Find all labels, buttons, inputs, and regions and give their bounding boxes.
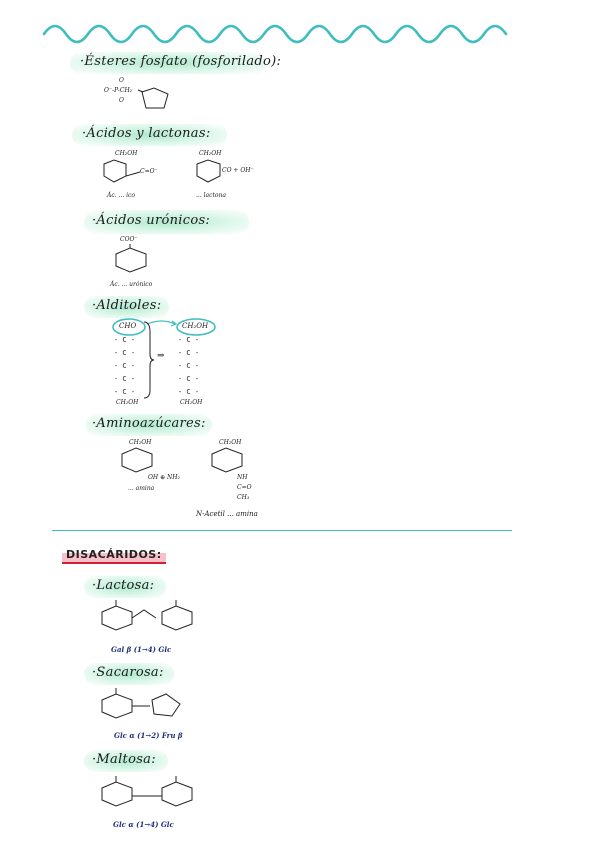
alditol-ch2oh-bottom-left: CH₂OH bbox=[116, 399, 139, 406]
acetyl-nh: NH bbox=[237, 474, 248, 481]
heading-lactosa: ·Lactosa: bbox=[92, 578, 155, 593]
acid-ch2oh: CH₂OH bbox=[115, 150, 138, 157]
lactone-ch2oh: CH₂OH bbox=[199, 150, 222, 157]
uronic-ring-structure bbox=[115, 244, 147, 273]
lactone-label: ... lactona bbox=[196, 192, 226, 199]
lactone-ring-structure bbox=[196, 159, 221, 183]
highlight-uronicos bbox=[84, 210, 249, 234]
acid-label: Ác. ... ico bbox=[107, 192, 136, 199]
phosphate-o-top: O bbox=[119, 77, 124, 84]
heading-maltosa: ·Maltosa: bbox=[92, 752, 156, 767]
highlight-esteres bbox=[70, 52, 265, 74]
amine-ring-structure bbox=[121, 447, 153, 473]
maltose-structure bbox=[101, 776, 193, 807]
highlight-amino bbox=[86, 414, 212, 436]
acetyl-co: C=O bbox=[237, 484, 252, 491]
uronic-coo: COO⁻ bbox=[120, 236, 138, 243]
section-divider bbox=[52, 530, 512, 531]
highlight-acidos bbox=[72, 124, 227, 146]
acetylamine-ring-structure bbox=[211, 447, 243, 473]
heading-sacarosa: ·Sacarosa: bbox=[92, 665, 164, 680]
amine-nh: OH ⊕ NH₂ bbox=[148, 474, 180, 481]
phosphate-o-bottom: O bbox=[119, 97, 124, 104]
uronic-label: Ác. ... urónico bbox=[110, 281, 153, 288]
disacaridos-title: DISACÁRIDOS: bbox=[62, 547, 166, 564]
top-wave-decoration bbox=[42, 24, 508, 44]
acetyl-label: N-Acetil ... amina bbox=[196, 510, 258, 518]
phosphate-formula: O⁻-P-CH₂ bbox=[104, 87, 133, 94]
heading-esteres-fosfato: ·Ésteres fosfato (fosforilado): bbox=[80, 54, 282, 69]
maltose-formula: Glc α (1→4) Glc bbox=[113, 820, 174, 829]
lactone-plus-oh: CO + OH⁻ bbox=[222, 167, 254, 174]
alditol-arrow: ⇒ bbox=[157, 351, 165, 361]
heading-aminoazucares: ·Aminoazúcares: bbox=[92, 416, 206, 431]
alditol-brace bbox=[143, 321, 155, 399]
alditol-ch2oh-top: CH₂OH bbox=[182, 322, 209, 330]
amine-label: ... amina bbox=[128, 485, 155, 492]
acetyl-ch3: CH₃ bbox=[237, 494, 250, 501]
acid-chain-structure bbox=[103, 159, 141, 183]
alditol-arrow-curve bbox=[146, 320, 178, 327]
highlight-lactosa bbox=[84, 576, 166, 598]
lactose-formula: Gal β (1→4) Glc bbox=[111, 645, 172, 654]
furanose-ring-icon bbox=[137, 87, 169, 109]
alditol-cho: CHO bbox=[119, 322, 137, 330]
highlight-maltosa bbox=[84, 750, 168, 772]
alditol-chain-left: - C - - C - - C - - C - - C - bbox=[114, 336, 136, 396]
highlight-alditoles bbox=[84, 296, 169, 318]
amino-ch2oh-2: CH₂OH bbox=[219, 439, 242, 446]
heading-alditoles: ·Alditoles: bbox=[92, 298, 162, 313]
heading-acidos-uronicos: ·Ácidos urónicos: bbox=[92, 213, 211, 228]
cho-circle bbox=[112, 318, 146, 336]
heading-acidos-lactonas: ·Ácidos y lactonas: bbox=[82, 126, 211, 141]
amino-ch2oh-1: CH₂OH bbox=[129, 439, 152, 446]
alditol-chain-right: - C - - C - - C - - C - - C - bbox=[178, 336, 200, 396]
sucrose-structure bbox=[101, 688, 181, 719]
highlight-sacarosa bbox=[84, 663, 174, 685]
sucrose-formula: Glc α (1→2) Fru β bbox=[114, 731, 183, 740]
acid-coo: C=O⁻ bbox=[140, 168, 158, 175]
ch2oh-circle bbox=[176, 318, 216, 336]
lactose-structure bbox=[101, 600, 193, 631]
alditol-ch2oh-bottom-right: CH₂OH bbox=[180, 399, 203, 406]
